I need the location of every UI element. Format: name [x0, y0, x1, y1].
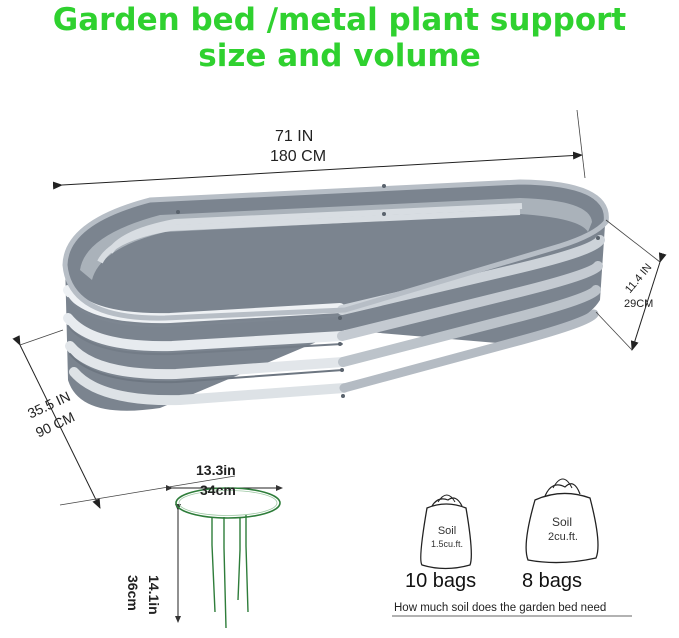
garden-bed [62, 179, 609, 411]
support-diameter-in-label: 13.3in [196, 462, 236, 478]
soil-bag-small [420, 494, 472, 570]
height-cm-label: 29CM [624, 298, 654, 310]
title-line-2: size and volume [198, 38, 481, 74]
length-cm-label: 180 CM [270, 148, 327, 165]
bag-small-count: 10 bags [405, 570, 477, 592]
support-height-in-label: 14.1in [146, 575, 162, 615]
bag-large-label: Soil [551, 515, 572, 529]
length-dimension [52, 109, 586, 190]
height-dimension [595, 219, 667, 351]
support-diameter-cm-label: 34cm [200, 482, 236, 498]
soil-caption: How much soil does the garden bed need [394, 602, 607, 614]
soil-bag-large [525, 478, 599, 564]
length-in-label: 71 IN [275, 128, 314, 145]
bag-small-label: Soil [437, 525, 457, 537]
bag-large-count: 8 bags [522, 570, 583, 592]
bag-small-volume: 1.5cu.ft. [430, 539, 464, 549]
support-height-cm-label: 36cm [125, 575, 141, 611]
bag-large-volume: 2cu.ft. [548, 531, 578, 543]
plant-support [166, 485, 283, 629]
title-line-1: Garden bed /metal plant support [52, 2, 627, 38]
width-dimension [12, 329, 236, 509]
